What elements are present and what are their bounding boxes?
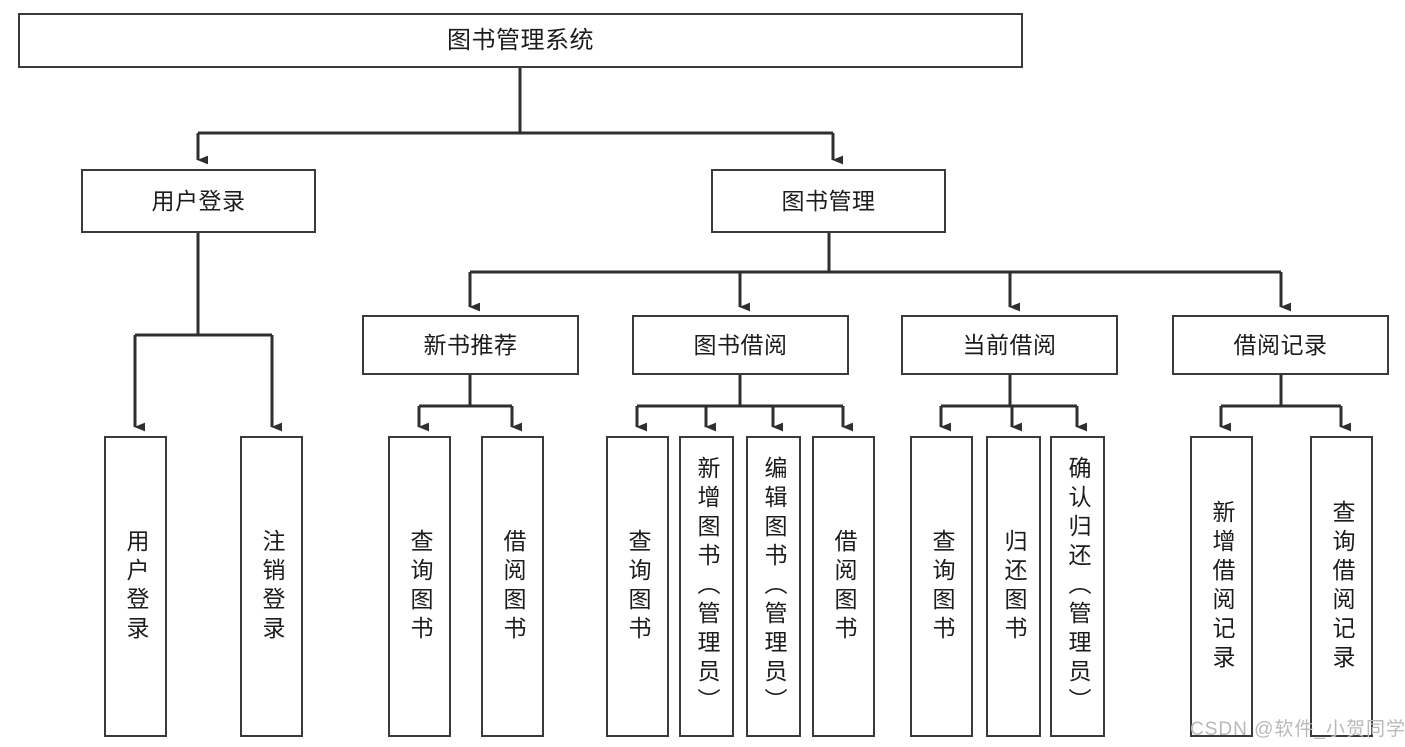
leaf-query-borrow-record[interactable]: 查询借阅记录 [1310, 436, 1373, 737]
leaf-query-book-3[interactable]: 查询图书 [910, 436, 973, 737]
leaf-query-book-2[interactable]: 查询图书 [606, 436, 669, 737]
node-new-book-recommend[interactable]: 新书推荐 [362, 315, 579, 375]
node-label: 用户登录 [151, 187, 246, 214]
leaf-edit-book-admin[interactable]: 编辑图书（管理员） [746, 436, 801, 737]
node-label: 新书推荐 [423, 331, 518, 358]
node-borrow-record[interactable]: 借阅记录 [1172, 315, 1389, 375]
node-label: 确认归还（管理员） [1065, 456, 1091, 717]
leaf-logout[interactable]: 注销登录 [240, 436, 303, 737]
leaf-borrow-book-2[interactable]: 借阅图书 [812, 436, 875, 737]
leaf-borrow-book-1[interactable]: 借阅图书 [481, 436, 544, 737]
leaf-add-borrow-record[interactable]: 新增借阅记录 [1190, 436, 1253, 737]
node-label: 借阅记录 [1233, 331, 1328, 358]
node-label: 新增图书（管理员） [694, 456, 720, 717]
node-label: 当前借阅 [962, 331, 1057, 358]
leaf-query-book-1[interactable]: 查询图书 [388, 436, 451, 737]
node-book-manage[interactable]: 图书管理 [711, 169, 946, 233]
watermark: CSDN @软件_小贺同学 [1190, 719, 1405, 740]
node-label: 编辑图书（管理员） [761, 456, 787, 717]
node-label: 借阅图书 [831, 528, 857, 645]
leaf-return-book[interactable]: 归还图书 [986, 436, 1041, 737]
node-user-login[interactable]: 用户登录 [81, 169, 316, 233]
leaf-add-book-admin[interactable]: 新增图书（管理员） [679, 436, 734, 737]
node-label: 查询图书 [625, 528, 651, 645]
node-label: 归还图书 [1001, 528, 1027, 645]
node-label: 用户登录 [123, 528, 149, 645]
node-label: 图书管理 [781, 187, 876, 214]
node-label: 图书借阅 [693, 331, 788, 358]
node-book-borrow[interactable]: 图书借阅 [632, 315, 849, 375]
node-label: 图书管理系统 [447, 26, 594, 54]
node-label: 借阅图书 [500, 528, 526, 645]
node-current-borrow[interactable]: 当前借阅 [901, 315, 1118, 375]
node-root[interactable]: 图书管理系统 [18, 13, 1023, 68]
leaf-user-login[interactable]: 用户登录 [104, 436, 167, 737]
leaf-confirm-return-admin[interactable]: 确认归还（管理员） [1050, 436, 1105, 737]
node-label: 查询借阅记录 [1329, 499, 1355, 674]
node-label: 注销登录 [259, 528, 285, 645]
node-label: 新增借阅记录 [1209, 499, 1235, 674]
node-label: 查询图书 [407, 528, 433, 645]
node-label: 查询图书 [929, 528, 955, 645]
